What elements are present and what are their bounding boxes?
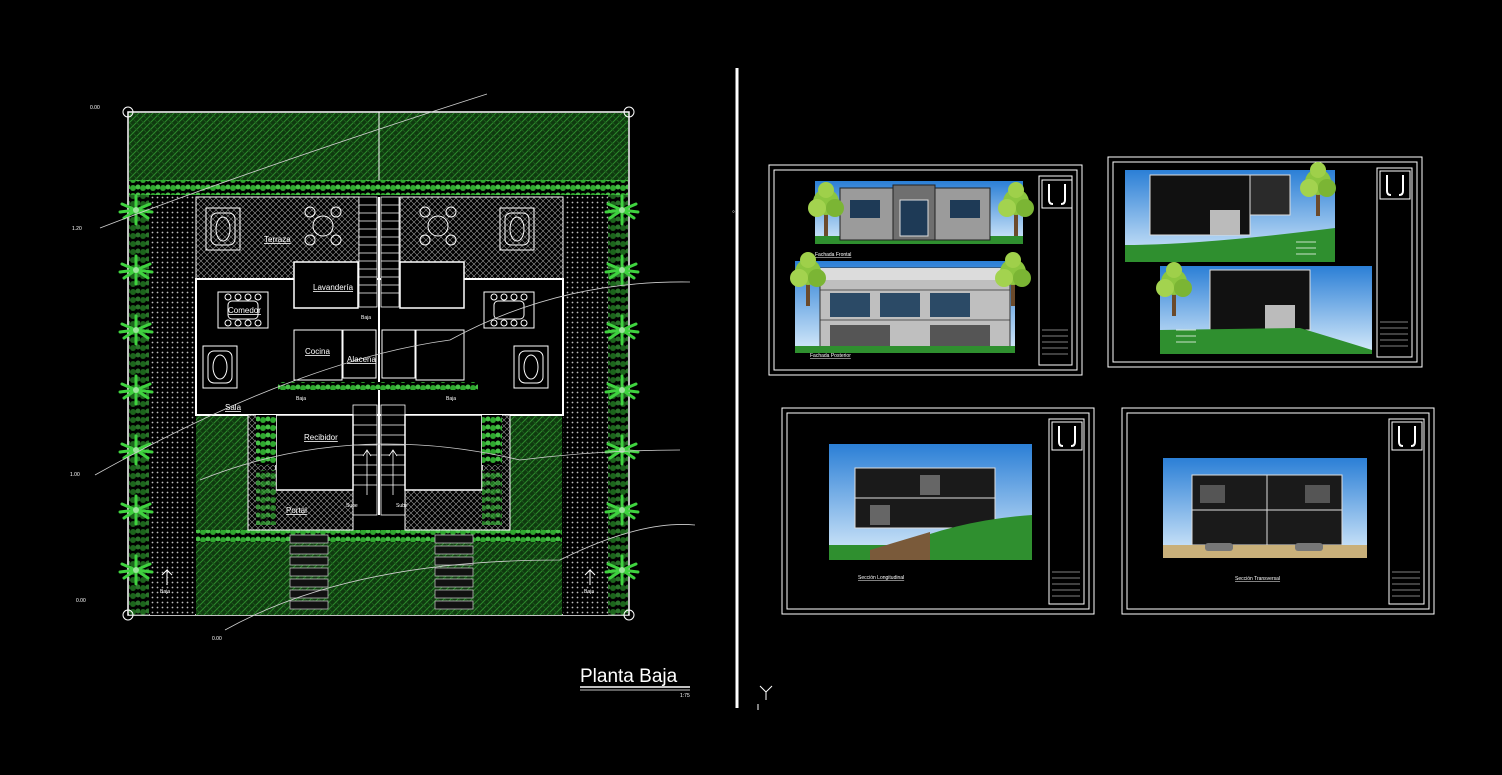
recibidor-right [404, 414, 483, 491]
front-walk-left [289, 534, 329, 610]
front-garden-center [196, 530, 562, 615]
label-baja-center: Baja [361, 315, 371, 321]
driveway-right [563, 195, 608, 615]
label-cocina: Cocina [305, 347, 330, 356]
marker-glyph: ◦ [732, 207, 735, 216]
logo-icon-2 [1379, 170, 1411, 200]
level-4: 0.00 [212, 636, 222, 642]
logo-icon-3 [1051, 421, 1083, 451]
sheet-seccion-longitudinal[interactable]: Sección Longitudinal [781, 407, 1095, 615]
sheet1-view-top: Fachada Frontal [815, 252, 851, 258]
logo-icon [1041, 179, 1073, 209]
label-lavanderia: Lavandería [313, 283, 354, 292]
drawing-scale: 1:75 [680, 693, 690, 699]
terrace-table-left [304, 206, 342, 246]
label-portal: Portal [286, 506, 307, 515]
contour-lines [94, 93, 696, 631]
sheet-laterales[interactable] [1107, 156, 1423, 368]
alacena-right [381, 329, 416, 379]
label-baja-right: Baja [446, 396, 456, 402]
label-baja-ramp-left: Baja [160, 589, 170, 595]
recibidor-left [275, 414, 354, 491]
corner-markers [122, 106, 635, 621]
label-terraza: Terraza [264, 235, 291, 244]
label-alacena: Alacena [347, 355, 376, 364]
front-stair [352, 404, 406, 516]
driveway-left [150, 195, 195, 615]
rear-hedge [129, 180, 628, 195]
label-baja-left: Baja [296, 396, 306, 402]
level-1: 1.20 [72, 226, 82, 232]
label-sala: Sala [225, 403, 242, 412]
ucs-icon [757, 685, 773, 710]
driveway-arrows [161, 568, 596, 585]
label-baja-ramp-right: Baja [584, 589, 594, 595]
label-sube-right: Sube [396, 503, 408, 509]
front-walk-right [434, 534, 474, 610]
lavanderia-left [293, 261, 359, 309]
side-garden-left [129, 195, 149, 615]
floor-plan[interactable]: Terraza Lavandería Comedor Cocina Alacen… [70, 93, 696, 699]
label-comedor: Comedor [228, 306, 261, 315]
lavanderia-right [399, 261, 465, 309]
cocina-right [415, 329, 465, 381]
label-recibidor: Recibidor [304, 433, 338, 442]
level-3: 0.00 [76, 598, 86, 604]
sheet-seccion-transversal[interactable]: Sección Transversal [1121, 407, 1435, 615]
side-garden-right [608, 195, 628, 615]
level-2: 1.00 [70, 472, 80, 478]
sheet4-view: Sección Transversal [1235, 576, 1280, 582]
drawing-title: Planta Baja [580, 666, 678, 687]
terrace-table-right [419, 206, 457, 246]
cocina-left [293, 329, 343, 381]
sheet3-view: Sección Longitudinal [858, 575, 904, 581]
label-sube-left: Sube [346, 503, 358, 509]
central-stair [358, 196, 400, 308]
sheet-fachadas[interactable]: Fachada Frontal Fachada Posterior [768, 164, 1083, 376]
sheet1-view-bottom: Fachada Posterior [810, 353, 851, 359]
logo-icon-4 [1391, 421, 1423, 451]
alacena-left [342, 329, 377, 379]
level-top-left: 0.00 [90, 105, 100, 111]
